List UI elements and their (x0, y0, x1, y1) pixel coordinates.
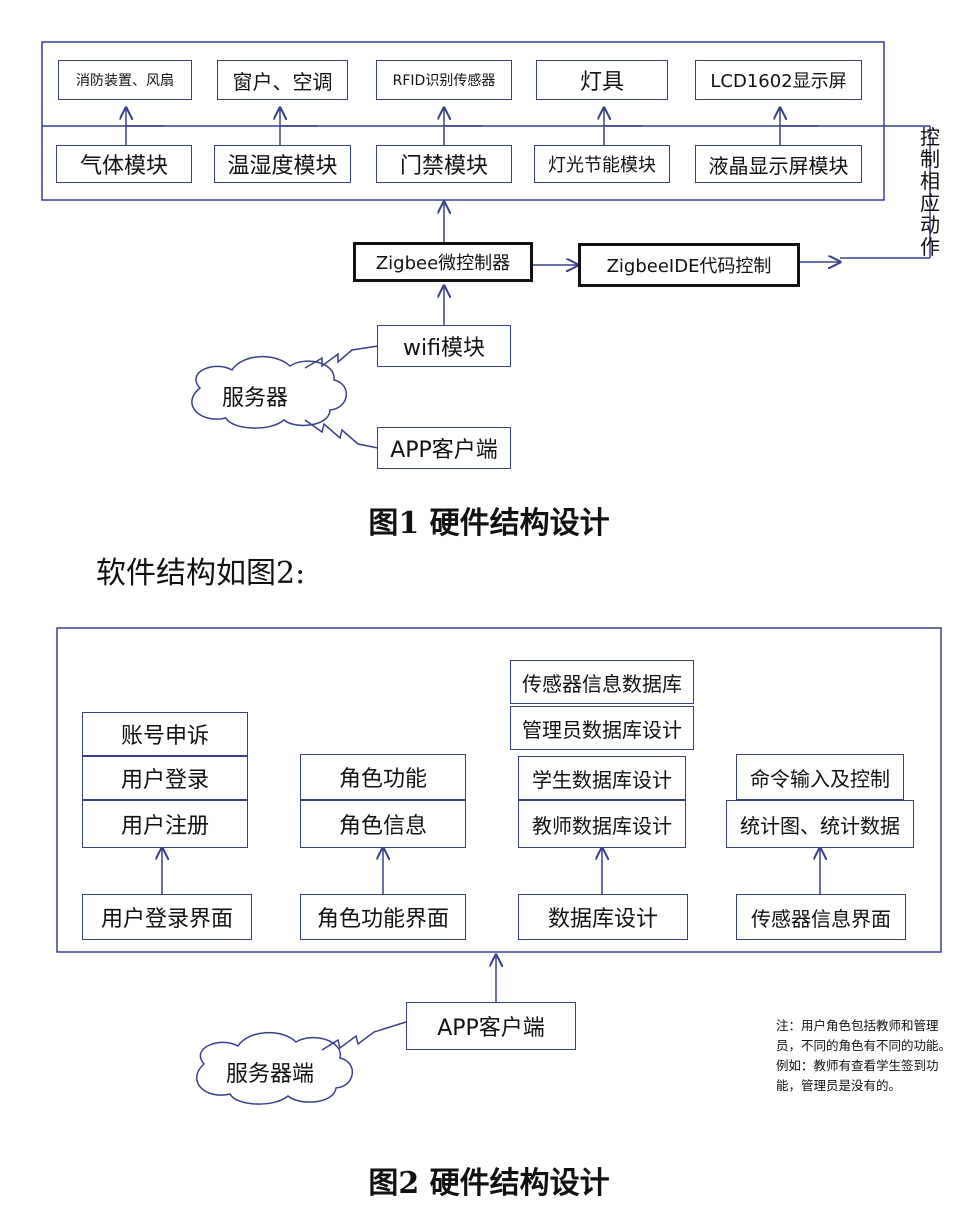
fig1-module-light: 灯光节能模块 (534, 145, 670, 183)
fig2-col2-base: 角色功能界面 (300, 894, 466, 940)
fig1-module-access: 门禁模块 (376, 145, 512, 183)
fig2-col4-item-stats: 统计图、统计数据 (726, 800, 914, 848)
fig2-col3-item-teacher-db: 教师数据库设计 (518, 800, 686, 848)
fig2-server-cloud (196, 1031, 353, 1105)
fig2-col2-item-info: 角色信息 (300, 800, 466, 848)
fig1-server-cloud (191, 355, 347, 429)
fig2-col2-item-function: 角色功能 (300, 754, 466, 800)
fig2-server-label: 服务器端 (226, 1062, 315, 1087)
fig1-app: APP客户端 (377, 427, 511, 469)
fig1-device-fire: 消防装置、风扇 (58, 60, 192, 100)
fig2-col1-item-login: 用户登录 (82, 756, 248, 800)
fig1-ide: ZigbeeIDE代码控制 (578, 243, 800, 287)
fig2-col3-item-admin-db: 管理员数据库设计 (510, 706, 694, 750)
fig2-col3-item-sensor-db: 传感器信息数据库 (510, 660, 694, 704)
fig1-server-label: 服务器 (222, 386, 289, 411)
fig2-col4-base: 传感器信息界面 (736, 894, 906, 940)
fig1-device-rfid: RFID识别传感器 (376, 60, 512, 100)
fig2-app: APP客户端 (406, 1002, 576, 1050)
fig1-module-gas: 气体模块 (56, 145, 192, 183)
body-text: 软件结构如图2: (96, 556, 306, 591)
fig2-col4-item-command: 命令输入及控制 (736, 754, 904, 800)
fig2-col3-item-student-db: 学生数据库设计 (518, 756, 686, 800)
fig1-device-lamp: 灯具 (536, 60, 668, 100)
fig2-caption: 图2 硬件结构设计 (368, 1166, 610, 1201)
fig1-wifi: wifi模块 (377, 325, 511, 367)
fig1-caption: 图1 硬件结构设计 (368, 506, 610, 541)
fig2-col3-base: 数据库设计 (518, 894, 688, 940)
fig2-col1-base: 用户登录界面 (82, 894, 252, 940)
fig2-col1-item-register: 用户注册 (82, 800, 248, 848)
fig1-device-window: 窗户、空调 (217, 60, 348, 100)
fig1-side-label: 控制相应动作 (920, 125, 940, 259)
fig2-note: 注：用户角色包括教师和管理员，不同的角色有不同的功能。例如：教师有查看学生签到功… (776, 1018, 952, 1093)
fig2-frame (56, 627, 942, 953)
fig1-module-temp: 温湿度模块 (214, 145, 351, 183)
fig1-device-lcd: LCD1602显示屏 (695, 60, 862, 100)
fig1-module-lcd: 液晶显示屏模块 (695, 145, 862, 183)
fig1-frame (41, 41, 885, 201)
fig1-controller: Zigbee微控制器 (353, 242, 533, 282)
fig2-col1-item-appeal: 账号申诉 (82, 712, 248, 756)
